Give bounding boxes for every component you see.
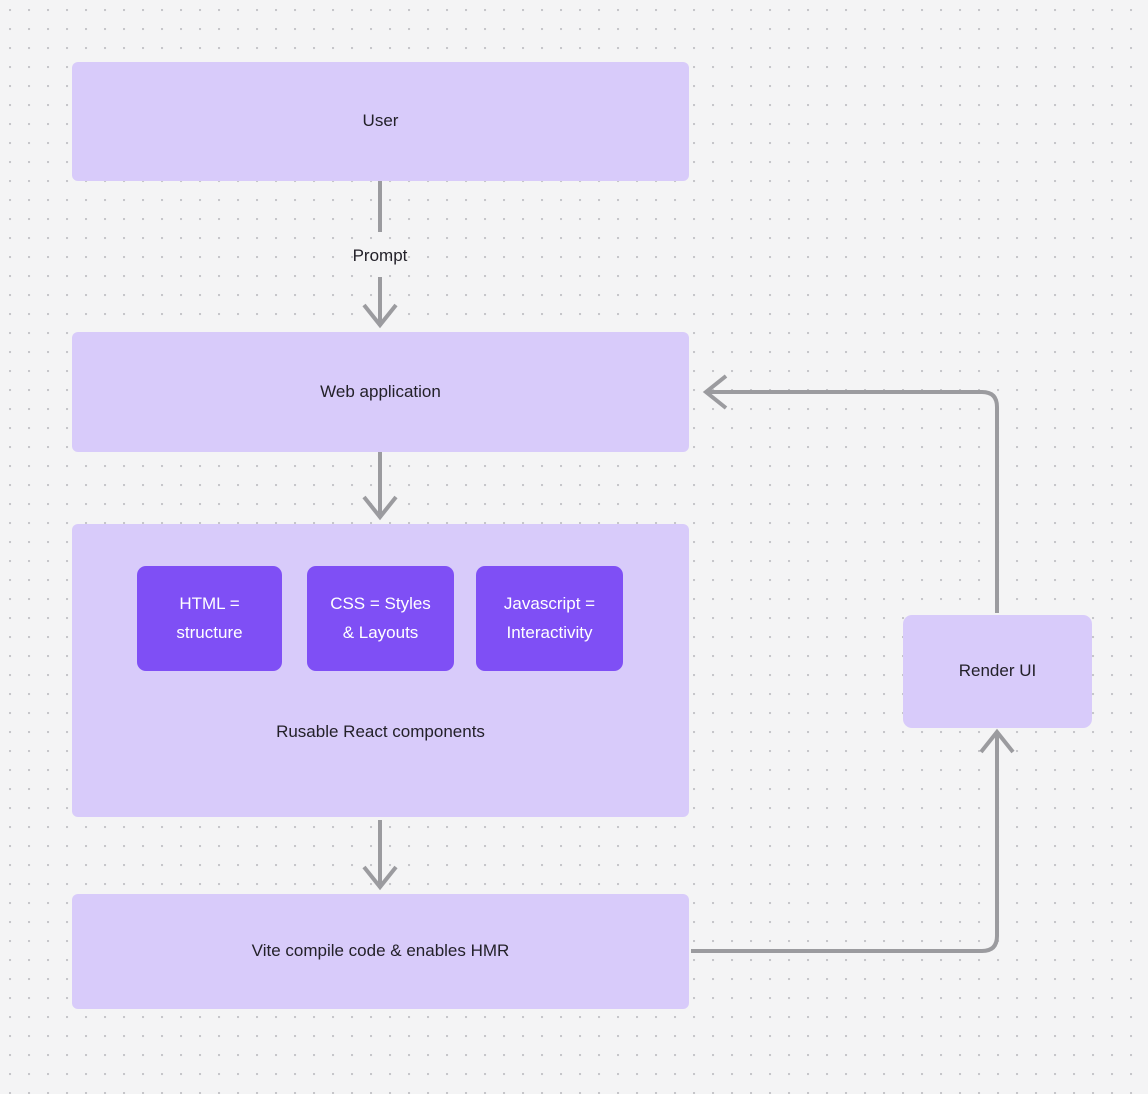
node-web-application[interactable]: Web application xyxy=(72,332,689,452)
arrowhead-vite-to-render xyxy=(979,728,1015,754)
arrowhead-render-to-web xyxy=(702,374,728,410)
edge-render-to-web xyxy=(708,390,999,613)
arrowhead-react-to-vite xyxy=(362,865,398,891)
arrowhead-user-to-web xyxy=(362,303,398,329)
node-react-group[interactable]: HTML = structure CSS = Styles & Layouts … xyxy=(72,524,689,817)
node-javascript-label: Javascript = Interactivity xyxy=(503,593,596,642)
node-vite[interactable]: Vite compile code & enables HMR xyxy=(72,894,689,1009)
node-css-label: CSS = Styles & Layouts xyxy=(330,593,431,642)
node-html-label: HTML = structure xyxy=(176,593,243,642)
node-render-ui-label: Render UI xyxy=(958,661,1037,681)
node-react-group-caption: Rusable React components xyxy=(72,721,689,744)
node-css[interactable]: CSS = Styles & Layouts xyxy=(307,566,454,671)
edge-vite-to-render xyxy=(691,734,999,953)
node-web-application-label: Web application xyxy=(320,381,441,401)
edge-label-prompt-text: Prompt xyxy=(352,246,408,265)
node-vite-label: Vite compile code & enables HMR xyxy=(251,941,510,961)
node-html[interactable]: HTML = structure xyxy=(137,566,282,671)
node-user-label: User xyxy=(362,111,399,131)
node-react-group-caption-text: Rusable React components xyxy=(276,722,485,741)
node-render-ui[interactable]: Render UI xyxy=(903,615,1092,728)
node-user[interactable]: User xyxy=(72,62,689,181)
edge-label-prompt: Prompt xyxy=(330,246,430,266)
arrowhead-web-to-react xyxy=(362,495,398,521)
node-javascript[interactable]: Javascript = Interactivity xyxy=(476,566,623,671)
